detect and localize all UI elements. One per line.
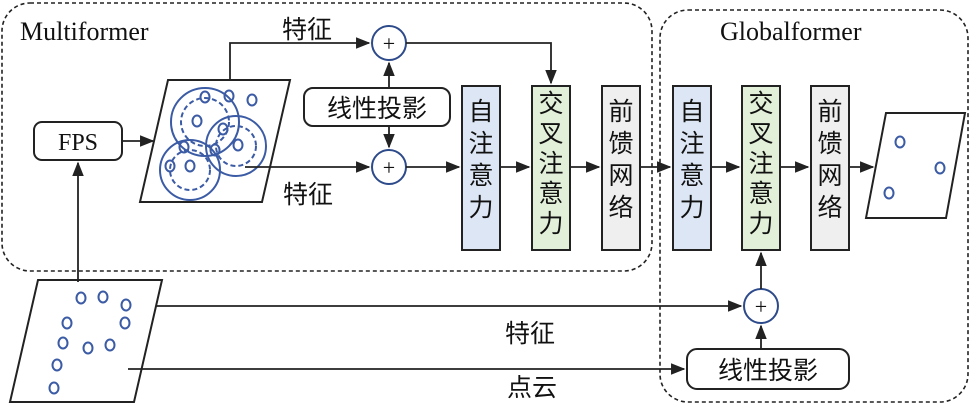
linear-projection-box-bottom xyxy=(686,348,850,390)
globalformer-container xyxy=(659,9,969,403)
svg-text:力: 力 xyxy=(679,193,704,222)
feature-label-top: 特征 xyxy=(282,15,332,44)
svg-text:馈: 馈 xyxy=(608,129,633,158)
feature-label-mid: 特征 xyxy=(283,180,333,209)
plus-node-mid: + xyxy=(371,149,407,185)
svg-text:+: + xyxy=(383,31,395,56)
svg-text:+: + xyxy=(755,294,767,319)
svg-text:自: 自 xyxy=(679,97,704,126)
svg-text:叉: 叉 xyxy=(748,119,773,148)
plus-node-top: + xyxy=(371,25,407,61)
multiformer-cross-attention: 交 叉 注 意 力 xyxy=(531,85,571,251)
svg-text:+: + xyxy=(383,155,395,180)
svg-text:意: 意 xyxy=(748,179,773,208)
plus-node-bottom: + xyxy=(743,288,779,324)
globalformer-feed-forward: 前 馈 网 络 xyxy=(810,85,850,251)
svg-text:注: 注 xyxy=(468,129,493,158)
svg-text:交: 交 xyxy=(748,89,773,118)
globalformer-cross-attention: 交 叉 注 意 力 xyxy=(741,85,781,251)
svg-text:注: 注 xyxy=(748,149,773,178)
feature-label-bottom: 特征 xyxy=(505,319,555,348)
svg-text:意: 意 xyxy=(679,161,704,190)
svg-text:前: 前 xyxy=(817,97,842,126)
multiformer-self-attention: 自 注 意 力 xyxy=(461,85,501,251)
svg-text:力: 力 xyxy=(468,193,493,222)
group-points xyxy=(164,89,258,173)
svg-text:网: 网 xyxy=(817,161,842,190)
svg-text:交: 交 xyxy=(538,89,563,118)
svg-text:注: 注 xyxy=(679,129,704,158)
multiformer-container xyxy=(1,2,653,272)
svg-text:力: 力 xyxy=(538,209,563,238)
multiformer-title: Multiformer xyxy=(20,17,149,46)
linear-projection-label-top: 线性投影 xyxy=(327,94,427,123)
svg-text:注: 注 xyxy=(538,149,563,178)
connectors xyxy=(72,37,875,375)
multiformer-feed-forward: 前 馈 网 络 xyxy=(601,85,641,251)
svg-text:馈: 馈 xyxy=(817,129,842,158)
svg-text:意: 意 xyxy=(538,179,563,208)
fps-label: FPS xyxy=(58,130,98,156)
svg-text:前: 前 xyxy=(608,97,633,126)
svg-text:络: 络 xyxy=(608,193,633,222)
input-points xyxy=(48,290,132,395)
svg-text:意: 意 xyxy=(468,161,493,190)
output-point-cloud-panel xyxy=(864,112,967,219)
linear-projection-box-top xyxy=(303,87,451,127)
svg-text:自: 自 xyxy=(468,97,493,126)
svg-text:网: 网 xyxy=(608,161,633,190)
svg-text:络: 络 xyxy=(817,193,842,222)
point-cloud-label: 点云 xyxy=(507,373,557,402)
svg-text:叉: 叉 xyxy=(538,119,563,148)
linear-projection-label-bottom: 线性投影 xyxy=(718,356,818,385)
svg-text:力: 力 xyxy=(748,209,773,238)
globalformer-title: Globalformer xyxy=(720,17,862,46)
globalformer-self-attention: 自 注 意 力 xyxy=(672,85,712,251)
output-points xyxy=(883,135,946,200)
neighborhood-circles xyxy=(159,87,267,201)
